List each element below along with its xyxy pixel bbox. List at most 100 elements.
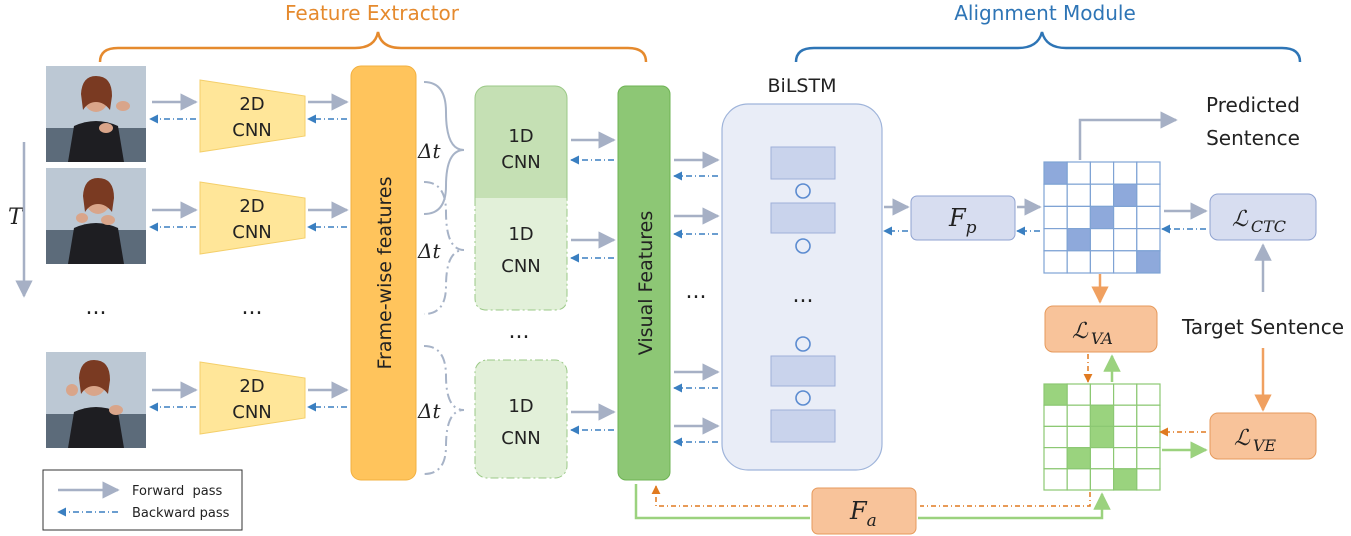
visual-to-bilstm-arrows bbox=[673, 151, 720, 447]
cnn2d-label-line2: CNN bbox=[232, 120, 272, 141]
matrix-cell-active bbox=[1136, 250, 1161, 274]
cnn1d-ellipsis: ... bbox=[509, 319, 530, 344]
ve-loss-subscript: VE bbox=[1253, 436, 1277, 455]
visual-features-label: Visual Features bbox=[635, 211, 657, 355]
matrix-cell bbox=[1089, 161, 1115, 185]
cnn2d-block-3: 2D CNN bbox=[199, 361, 306, 435]
cnn1d-block-3: 1D CNN bbox=[474, 359, 568, 479]
matrix-cell-active bbox=[1043, 161, 1068, 185]
matrix-cell bbox=[1136, 205, 1161, 230]
matrix-cell-active bbox=[1089, 404, 1115, 428]
matrix-cell bbox=[1066, 404, 1091, 428]
recurrent-loop-icon bbox=[795, 390, 811, 406]
fp-projection-box: Fp bbox=[910, 195, 1016, 241]
svg-text:ℒVE: ℒVE bbox=[1234, 426, 1276, 455]
matrix-cell bbox=[1089, 228, 1115, 252]
frame-to-cnn2d-arrows bbox=[149, 93, 198, 412]
matrix-cell bbox=[1043, 447, 1068, 470]
delta-t-brace-2 bbox=[423, 181, 465, 315]
matrix-cell bbox=[1112, 404, 1138, 428]
frames-ellipsis: ... bbox=[86, 295, 107, 320]
matrix-cell bbox=[1112, 250, 1138, 274]
feature-extractor-title: Feature Extractor bbox=[285, 1, 460, 25]
matrix-cell bbox=[1112, 228, 1138, 252]
bilstm-ellipsis: ... bbox=[793, 283, 814, 308]
matrix-cell bbox=[1136, 183, 1161, 207]
matrix-cell bbox=[1136, 228, 1161, 252]
matrix-cell bbox=[1136, 468, 1161, 491]
cnn1d-label-line1: 1D bbox=[508, 224, 533, 245]
matrix-cell bbox=[1089, 383, 1115, 406]
cnn1d-label-line2: CNN bbox=[501, 152, 541, 173]
cnn1d-block-2: 1D CNN bbox=[474, 198, 568, 311]
matrix-cell bbox=[1066, 183, 1091, 207]
matrix-cell-active bbox=[1089, 425, 1115, 449]
bilstm-container bbox=[721, 103, 883, 471]
delta-t-brace-3 bbox=[423, 345, 465, 475]
ctc-loss-symbol: ℒ bbox=[1232, 207, 1249, 232]
matrix-cell bbox=[1136, 383, 1161, 406]
fa-grad-path bbox=[920, 492, 1091, 507]
bilstm-cell bbox=[770, 146, 836, 180]
framewise-features-bar bbox=[350, 65, 417, 481]
cnn2d-label-line1: 2D bbox=[239, 94, 264, 115]
matrix-cell bbox=[1089, 250, 1115, 274]
delta-t-label-1: Δt bbox=[417, 139, 441, 163]
ve-alignment-matrix bbox=[1043, 383, 1161, 491]
matrix-cell bbox=[1136, 161, 1161, 185]
time-axis-label: T bbox=[8, 205, 25, 230]
matrix-cell bbox=[1043, 183, 1068, 207]
fa-to-visual-grad bbox=[651, 485, 808, 507]
matrix-cell bbox=[1112, 425, 1138, 449]
matrix-cell bbox=[1112, 205, 1138, 230]
bilstm-title: BiLSTM bbox=[768, 75, 837, 97]
recurrent-loop-icon bbox=[795, 238, 811, 254]
ctc-alignment-matrix bbox=[1043, 161, 1161, 274]
matrix-cell bbox=[1112, 383, 1138, 406]
bilstm-cell bbox=[770, 202, 836, 234]
delta-t-label-3: Δt bbox=[417, 399, 441, 423]
fa-symbol: F bbox=[849, 497, 868, 525]
cnn1d-label-line2: CNN bbox=[501, 256, 541, 277]
cnn2d-label-line1: 2D bbox=[239, 196, 264, 217]
visual-ellipsis: ... bbox=[686, 279, 707, 304]
ve-loss-symbol: ℒ bbox=[1234, 426, 1251, 451]
visual-features-bar bbox=[617, 85, 671, 481]
matrix-cell bbox=[1066, 425, 1091, 449]
cnn1d-label-line1: 1D bbox=[508, 396, 533, 417]
cnn2d-ellipsis: ... bbox=[242, 295, 263, 320]
matrix-cell bbox=[1066, 161, 1091, 185]
matrix-cell-active bbox=[1112, 183, 1138, 207]
matrix-cell bbox=[1043, 425, 1068, 449]
va-loss-symbol: ℒ bbox=[1072, 319, 1089, 344]
framewise-features-label: Frame-wise features bbox=[374, 177, 396, 370]
alignment-module-brace bbox=[794, 31, 1302, 63]
to-predicted-sentence-arrow bbox=[1078, 111, 1178, 160]
predicted-sentence-line1: Predicted bbox=[1206, 93, 1300, 117]
cnn2d-block-1: 2D CNN bbox=[199, 79, 306, 153]
cnn2d-to-framewise-arrows bbox=[307, 93, 349, 412]
cnn2d-label-line2: CNN bbox=[232, 402, 272, 423]
fa-projection-box: Fa bbox=[811, 487, 917, 535]
matrix-cell bbox=[1043, 250, 1068, 274]
matrix-cell bbox=[1043, 205, 1068, 230]
ctc-loss-subscript: CTC bbox=[1251, 217, 1286, 236]
matrix-cell bbox=[1112, 447, 1138, 470]
feature-extractor-brace bbox=[98, 31, 648, 63]
fa-subscript: a bbox=[867, 511, 877, 531]
matrix-cell bbox=[1043, 468, 1068, 491]
cnn1d-to-visual-arrows bbox=[570, 131, 616, 435]
bilstm-cells bbox=[770, 146, 836, 443]
fp-subscript: p bbox=[966, 218, 977, 238]
matrix-cell bbox=[1136, 404, 1161, 428]
delta-t-label-2: Δt bbox=[417, 239, 441, 263]
alignment-module-title: Alignment Module bbox=[954, 1, 1136, 25]
svg-text:Fa: Fa bbox=[849, 497, 877, 531]
matrix-cell-active bbox=[1066, 447, 1091, 470]
svg-text:Fp: Fp bbox=[948, 204, 977, 238]
matrix-cell-active bbox=[1089, 205, 1115, 230]
